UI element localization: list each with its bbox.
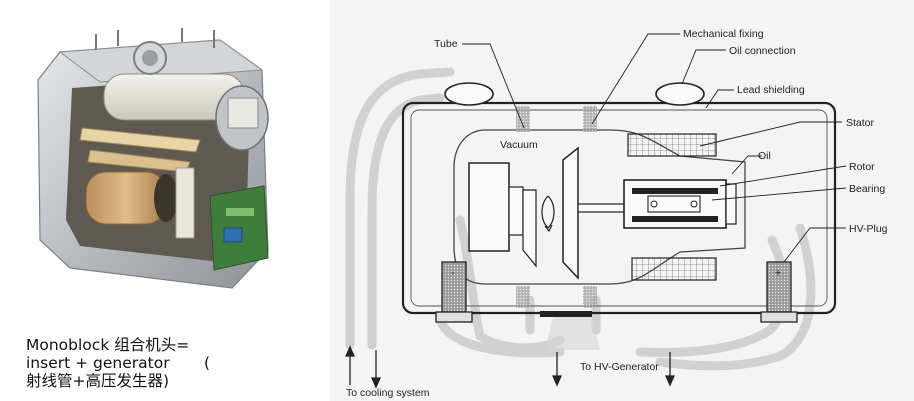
schematic-panel: - + Tube Mechanical fixing Oil connecti	[330, 0, 914, 401]
monoblock-schematic: - + Tube Mechanical fixing Oil connecti	[344, 28, 888, 399]
hv-plug-minus	[441, 261, 467, 313]
minus-sign: -	[451, 267, 455, 279]
anode-disc	[562, 146, 579, 280]
plus-sign: +	[775, 267, 781, 279]
photo-panel: Monoblock 组合机头= insert + generator ( 射线管…	[0, 0, 330, 401]
label-tube: Tube	[434, 38, 458, 50]
lead-shielding-housing	[401, 101, 837, 315]
hv-plug-plus	[766, 261, 792, 313]
label-hv-plug: HV-Plug	[849, 223, 888, 235]
cathode	[468, 162, 510, 252]
caption-line-1: Monoblock 组合机头=	[26, 336, 190, 354]
monoblock-photo	[37, 28, 269, 289]
mechanical-fixing-left	[444, 82, 494, 106]
mechanical-fixing-right	[655, 82, 705, 106]
label-lead-shielding: Lead shielding	[737, 84, 805, 96]
bearing	[647, 195, 701, 213]
stator-bottom	[631, 257, 717, 281]
label-oil-connection: Oil connection	[729, 45, 796, 57]
label-stator: Stator	[846, 117, 875, 129]
stator-top	[627, 133, 717, 157]
caption-line-2: insert + generator (	[26, 354, 211, 372]
caption-line-3: 射线管+高压发生器)	[26, 372, 170, 390]
label-mechanical-fixing: Mechanical fixing	[683, 28, 764, 40]
label-to-cooling-system: To cooling system	[346, 387, 430, 399]
label-bearing: Bearing	[849, 183, 885, 195]
label-to-hv-generator: To HV-Generator	[580, 361, 659, 373]
label-rotor: Rotor	[849, 161, 875, 173]
label-vacuum: Vacuum	[500, 139, 538, 151]
label-oil: Oil	[758, 150, 771, 162]
